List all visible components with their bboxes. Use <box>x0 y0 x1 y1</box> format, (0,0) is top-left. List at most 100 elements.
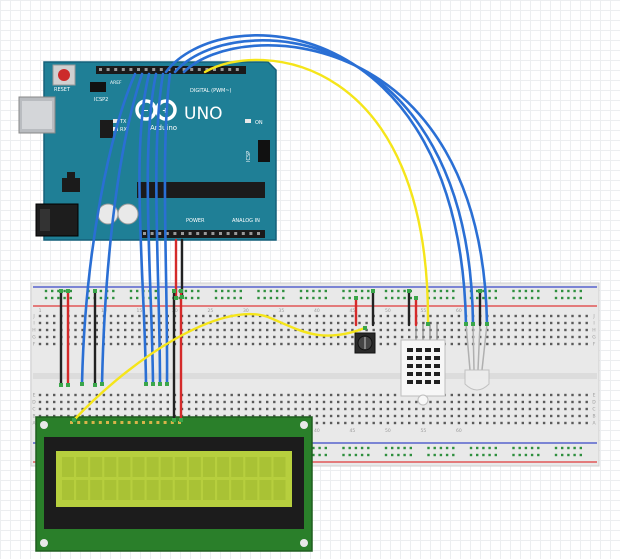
breadboard-hole <box>116 400 120 404</box>
row-letter: H <box>32 328 35 334</box>
breadboard-hole <box>308 314 311 318</box>
header-pin <box>190 68 194 71</box>
breadboard-hole <box>74 314 77 318</box>
breadboard-hole <box>535 421 539 425</box>
dht-grille <box>407 348 440 384</box>
rail-hole <box>263 296 266 300</box>
breadboard-hole <box>145 393 148 397</box>
breadboard-hole <box>116 335 120 339</box>
breadboard-hole <box>528 335 532 339</box>
potentiometer[interactable] <box>354 332 376 354</box>
breadboard-hole <box>557 421 560 425</box>
breadboard-hole <box>422 314 425 318</box>
breadboard-hole <box>457 321 461 325</box>
breadboard-hole <box>187 335 191 339</box>
lcd-pin <box>127 421 131 424</box>
rail-hole <box>403 296 406 300</box>
rgb-led <box>464 323 490 391</box>
lcd-pin <box>134 421 138 424</box>
breadboard-hole <box>408 421 411 425</box>
breadboard-hole <box>116 414 120 418</box>
breadboard-hole <box>578 414 581 418</box>
rail-hole <box>360 296 364 300</box>
breadboard-hole <box>571 335 574 339</box>
breadboard-hole <box>507 335 510 339</box>
rail-hole <box>318 289 321 293</box>
breadboard-hole <box>379 342 382 346</box>
breadboard-hole <box>329 314 333 318</box>
breadboard-hole <box>571 421 574 425</box>
breadboard-hole <box>564 421 567 425</box>
breadboard-hole <box>244 407 248 411</box>
board-model: UNO <box>184 104 223 124</box>
breadboard-hole <box>514 407 517 411</box>
breadboard-hole <box>152 414 155 418</box>
breadboard-hole <box>138 400 141 404</box>
breadboard-hole <box>145 414 148 418</box>
breadboard-hole <box>379 393 382 397</box>
breadboard-hole <box>258 414 262 418</box>
breadboard-hole <box>571 407 574 411</box>
breadboard-hole <box>95 414 98 418</box>
breadboard-hole <box>493 321 496 325</box>
breadboard-hole <box>521 421 524 425</box>
breadboard-hole <box>514 335 517 339</box>
breadboard-hole <box>457 328 461 332</box>
breadboard-hole <box>308 328 311 332</box>
breadboard-hole <box>514 421 517 425</box>
breadboard-hole <box>244 400 248 404</box>
breadboard-hole <box>244 328 248 332</box>
breadboard-hole <box>379 321 382 325</box>
breadboard-hole <box>571 414 574 418</box>
breadboard-hole <box>81 393 84 397</box>
breadboard-hole <box>138 407 141 411</box>
lcd-pin <box>84 421 88 424</box>
breadboard-hole <box>244 314 248 318</box>
breadboard-hole <box>429 314 432 318</box>
breadboard-hole <box>514 314 517 318</box>
reset-button-cap[interactable] <box>58 69 70 81</box>
breadboard-hole <box>542 393 546 397</box>
breadboard-hole <box>528 328 532 332</box>
breadboard-hole <box>81 414 84 418</box>
breadboard-hole <box>578 393 581 397</box>
breadboard-hole <box>535 342 539 346</box>
rail-hole <box>112 289 115 293</box>
breadboard-hole <box>436 400 439 404</box>
breadboard-hole <box>493 400 496 404</box>
breadboard-hole <box>578 400 581 404</box>
breadboard-hole <box>202 342 205 346</box>
breadboard-hole <box>109 335 113 339</box>
rail-hole <box>524 453 528 457</box>
tx-led <box>113 119 118 123</box>
breadboard-hole <box>152 335 155 339</box>
breadboard-hole <box>237 328 240 332</box>
breadboard-hole <box>294 414 297 418</box>
wire-end-pin <box>59 383 63 387</box>
breadboard-hole <box>159 321 162 325</box>
rail-hole <box>409 296 412 300</box>
breadboard-hole <box>486 414 489 418</box>
breadboard-hole <box>116 321 120 325</box>
breadboard-hole <box>535 321 539 325</box>
breadboard-hole <box>145 314 148 318</box>
breadboard-hole <box>457 342 461 346</box>
rail-hole <box>299 289 303 293</box>
breadboard-hole <box>344 314 347 318</box>
breadboard-hole <box>195 328 198 332</box>
breadboard-hole <box>479 335 482 339</box>
breadboard-hole <box>365 421 368 425</box>
breadboard-hole <box>535 393 539 397</box>
breadboard-hole <box>251 342 255 346</box>
breadboard-hole <box>138 335 141 339</box>
breadboard-hole <box>585 414 588 418</box>
dht-grille-slot <box>407 380 413 384</box>
header-pin <box>234 232 238 235</box>
rail-hole <box>494 446 497 450</box>
breadboard-hole <box>280 328 283 332</box>
breadboard-hole <box>45 321 49 325</box>
breadboard-hole <box>351 328 354 332</box>
row-letter: E <box>593 393 596 399</box>
breadboard-hole <box>74 342 77 346</box>
rail-hole <box>530 446 534 450</box>
